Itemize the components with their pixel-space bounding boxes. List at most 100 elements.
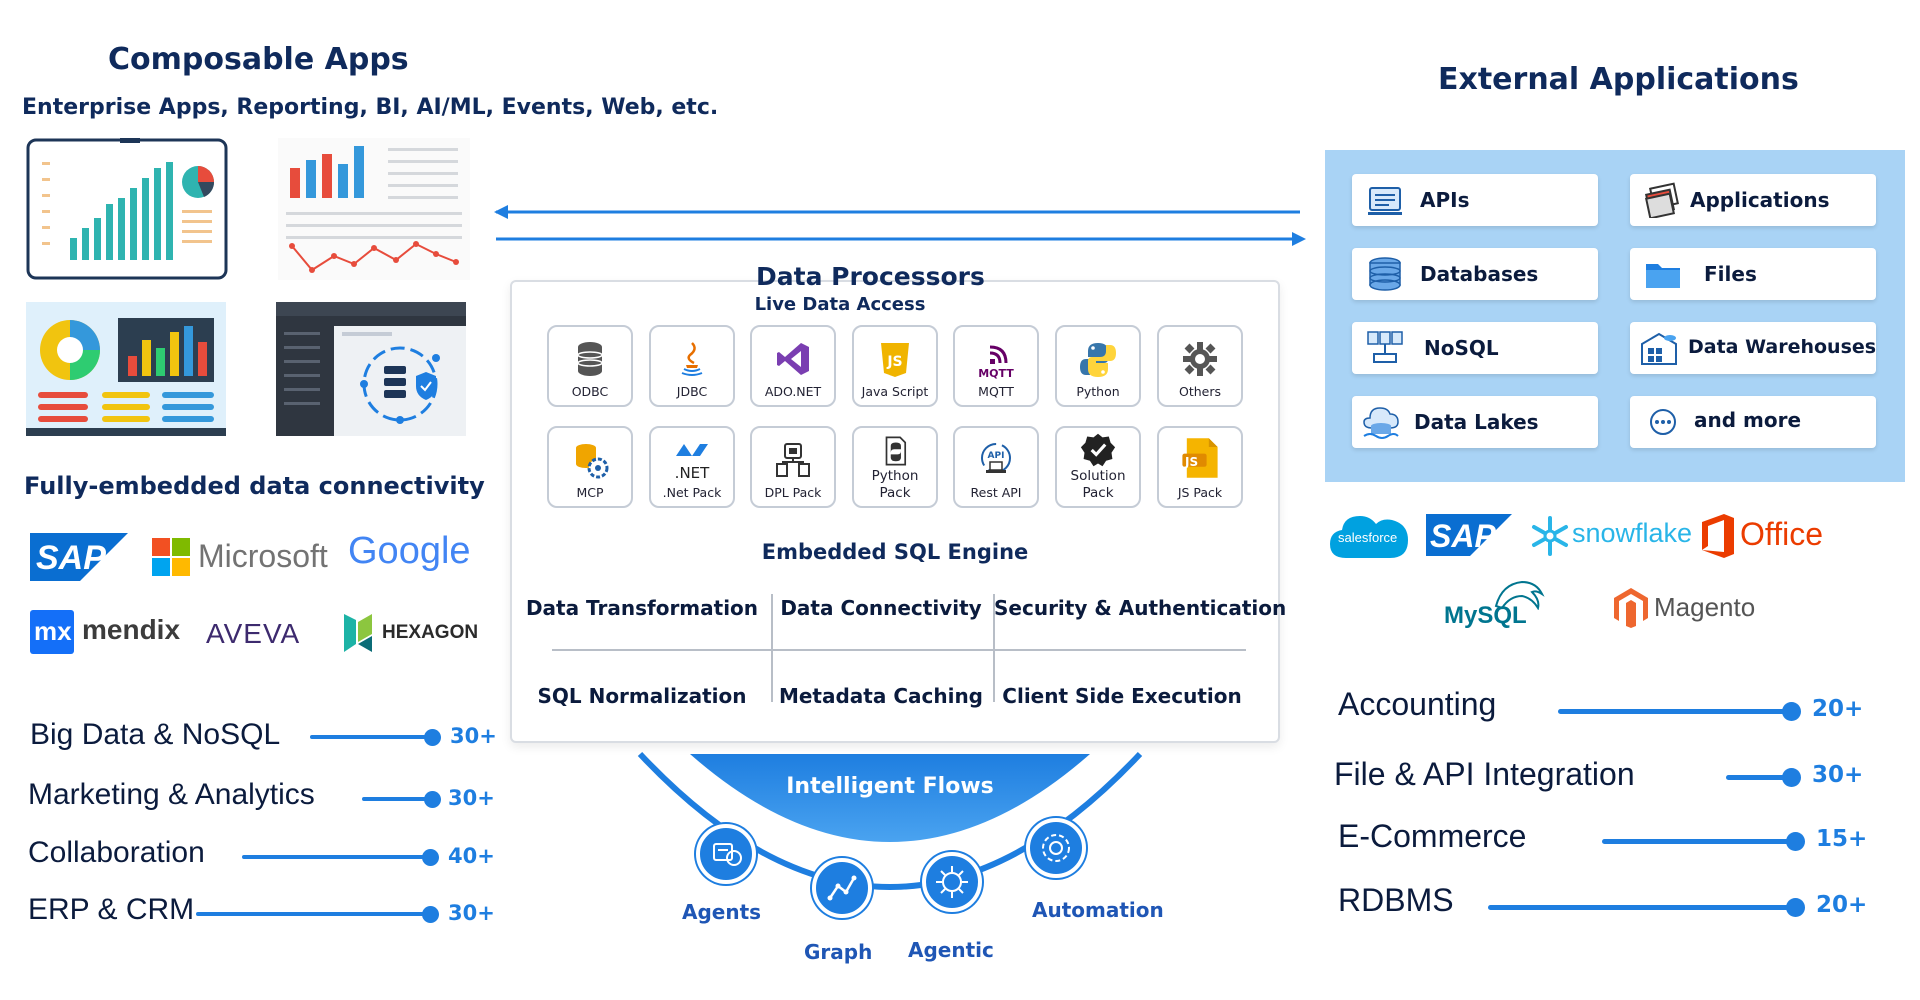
agents-icon [713,843,742,866]
connector-odbc[interactable]: ODBC [547,325,633,407]
mendix-logo: mx mendix [30,610,180,654]
mcp-icon [576,444,609,479]
rcategory-file-api-line [1726,775,1790,780]
magento-logo: Magento [1614,586,1784,632]
data-lake-icon [1363,407,1399,439]
connector-dotnet-pack[interactable]: .NET .Net Pack [649,426,735,508]
rcategory-rdbms-line [1488,905,1794,910]
data-flow-arrows [494,205,1306,246]
google-logo: Google [348,530,471,572]
feature-data-connectivity: Data Connectivity [780,596,982,620]
magento-icon [1614,588,1648,628]
connector-adonet[interactable]: ADO.NET [750,325,836,407]
agentic-node [922,852,982,912]
report-chart-tile [278,138,470,280]
python-pack-icon [885,436,907,466]
rcategory-rdbms-dot [1786,898,1805,917]
connector-mcp[interactable]: MCP [547,426,633,508]
more-icon [1650,409,1676,435]
sap-logo: SAP [30,533,128,581]
js-file-icon [1182,438,1218,478]
external-applications-title: External Applications [1438,62,1799,97]
reporting-dashboard-tile [26,138,228,280]
dotnet-icon [676,444,708,456]
connector-dpl-pack[interactable]: DPL Pack [750,426,836,508]
microsoft-logo: Microsoft [152,536,342,580]
feature-client-side-execution: Client Side Execution [1002,684,1242,708]
warehouse-icon [1641,332,1677,365]
svg-text:JS: JS [886,354,902,370]
ext-item-files[interactable]: Files [1630,248,1876,300]
rcategory-rdbms-label: RDBMS [1338,882,1454,918]
javascript-icon: JS [881,343,909,377]
feature-metadata-caching: Metadata Caching [778,684,984,708]
category-big-data: Big Data & NoSQL 30+ [30,718,497,751]
ext-item-apis[interactable]: APIs [1352,174,1598,226]
intelligent-flows-title: Intelligent Flows [786,774,994,799]
live-data-access-subtitle: Live Data Access [754,294,926,315]
api-icon [1368,187,1402,215]
rcategory-ecommerce-count: 15+ [1816,826,1868,852]
connector-js-pack[interactable]: JS JS Pack [1157,426,1243,508]
flow-label-graph: Graph [804,940,873,964]
composable-apps-subtitle: Enterprise Apps, Reporting, BI, AI/ML, E… [22,95,719,120]
automation-node [1026,818,1086,878]
embedded-sql-engine-title: Embedded SQL Engine [761,540,1029,564]
feature-data-transformation: Data Transformation [525,596,759,620]
rest-api-icon: API [981,443,1011,473]
dolphin-icon [1494,580,1545,610]
applications-icon [1644,182,1680,218]
connector-python[interactable]: Python [1055,325,1141,407]
nosql-icon [1367,331,1403,363]
rcategory-accounting-label: Accounting [1338,686,1497,722]
ext-item-data-lakes[interactable]: Data Lakes [1352,396,1598,448]
java-icon [681,342,703,376]
python-icon [1080,343,1116,377]
dpl-icon [776,443,810,477]
rcategory-file-api-count: 30+ [1812,762,1864,788]
gear-icon [1183,342,1217,376]
analytics-dashboard-tile [26,302,226,436]
database-icon [577,342,603,376]
embedded-connectivity-title: Fully-embedded data connectivity [24,472,485,500]
aveva-logo: AVEVA [206,618,301,649]
rcategory-accounting-count: 20+ [1812,696,1864,722]
category-erp-crm: ERP & CRM 30+ [28,893,495,926]
category-marketing: Marketing & Analytics 30+ [28,778,495,811]
connector-rest-api[interactable]: API Rest API [953,426,1039,508]
ext-item-nosql[interactable]: NoSQL [1352,322,1598,374]
data-processors-title: Data Processors [756,262,985,291]
visual-studio-icon [777,343,809,375]
connector-jdbc[interactable]: JDBC [649,325,735,407]
composable-apps-title: Composable Apps [108,42,409,77]
rcategory-ecommerce-dot [1786,832,1805,851]
ext-item-databases[interactable]: Databases [1352,248,1598,300]
intelligent-flows-arc [637,751,1143,890]
graph-icon [827,875,857,901]
analytics-pie-bar-icon [26,302,226,436]
ext-item-and-more[interactable]: and more [1630,396,1876,448]
category-collaboration: Collaboration 40+ [28,836,495,869]
connector-python-pack[interactable]: Python Pack [852,426,938,508]
ext-item-applications[interactable]: Applications [1630,174,1876,226]
hexagon-logo: HEXAGON [340,614,480,654]
agents-node [696,824,756,884]
feature-security-authentication: Security & Authentication [994,596,1287,620]
ext-item-data-warehouses[interactable]: Data Warehouses [1630,322,1876,374]
rcategory-ecommerce-label: E-Commerce [1338,818,1527,854]
flow-label-agents: Agents [682,900,762,924]
connector-others[interactable]: Others [1157,325,1243,407]
snowflake-logo: snowflake [1530,514,1700,558]
rcategory-accounting-line [1558,709,1790,714]
rcategory-rdbms-count: 20+ [1816,892,1868,918]
rcategory-file-api-label: File & API Integration [1334,756,1635,792]
office-icon [1702,514,1734,558]
connector-javascript[interactable]: JS Java Script [852,325,938,407]
app-security-tile [276,302,466,436]
connector-solution-pack[interactable]: Solution Pack [1055,426,1141,508]
connector-mqtt[interactable]: MQTT MQTT [953,325,1039,407]
solution-badge-icon [1080,433,1116,467]
office-logo: Office [1700,512,1830,560]
folder-icon [1646,264,1680,288]
flow-label-automation: Automation [1032,898,1164,922]
